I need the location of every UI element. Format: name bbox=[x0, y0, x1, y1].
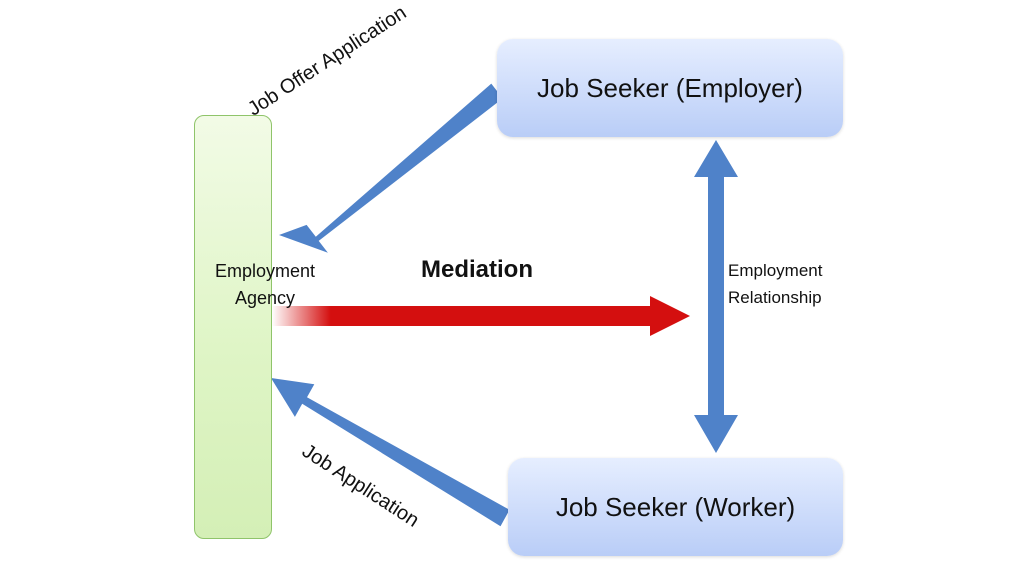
employment-agency-label: Employment Agency bbox=[214, 261, 316, 308]
job-offer-application-arrow bbox=[279, 83, 503, 253]
employment-relationship-arrow bbox=[694, 140, 738, 453]
mediation-arrow bbox=[272, 296, 690, 336]
job-application-arrow bbox=[271, 378, 510, 527]
job-seeker-worker-node: Job Seeker (Worker) bbox=[508, 458, 843, 556]
employment-relationship-label: Employment Relationship bbox=[728, 261, 823, 307]
employment-agency-node bbox=[194, 115, 272, 539]
job-seeker-employer-node: Job Seeker (Employer) bbox=[497, 39, 843, 137]
job-seeker-worker-label: Job Seeker (Worker) bbox=[555, 491, 796, 522]
job-seeker-employer-label: Job Seeker (Employer) bbox=[537, 72, 803, 103]
mediation-label: Mediation bbox=[421, 256, 533, 283]
